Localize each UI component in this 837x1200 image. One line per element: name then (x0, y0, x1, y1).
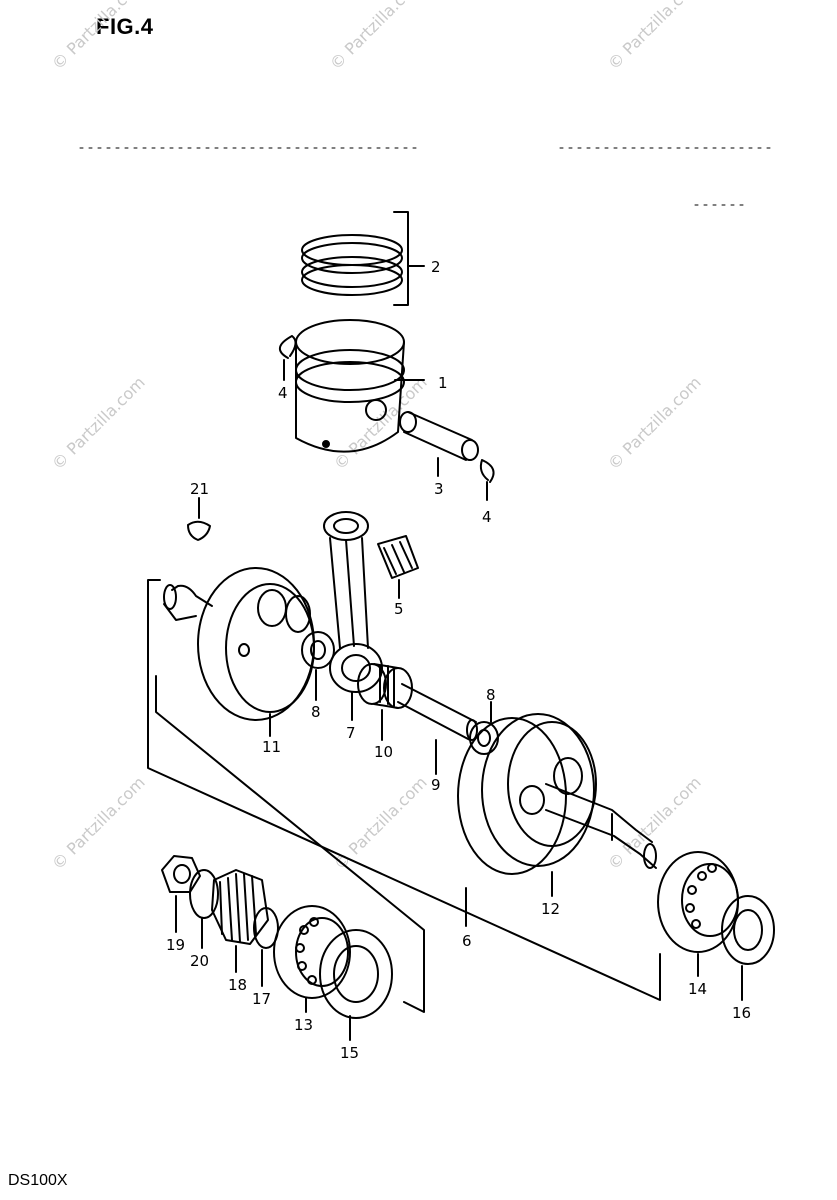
callout-13: 13 (294, 1016, 313, 1034)
callout-7: 7 (346, 724, 356, 742)
callout-15: 15 (340, 1044, 359, 1062)
oil-seal-left (319, 929, 393, 1019)
bracket-2 (393, 211, 409, 306)
callout-10: 10 (374, 743, 393, 761)
figure-title: FIG.4 (96, 14, 154, 39)
callout-20: 20 (190, 952, 209, 970)
callout-17: 17 (252, 990, 271, 1008)
callout-19: 19 (166, 936, 185, 954)
callout-8: 8 (311, 703, 321, 721)
callout-21: 21 (190, 480, 209, 498)
bracket-6 (147, 579, 661, 1001)
model-code: DS100X (8, 1172, 68, 1189)
thrust-washer (301, 631, 335, 669)
callout-2: 2 (431, 258, 441, 276)
callout-18: 18 (228, 976, 247, 994)
piston-pin (399, 411, 479, 461)
spacer (253, 907, 279, 949)
callout-5: 5 (394, 600, 404, 618)
needle-bearing-small (377, 535, 419, 579)
bearing-right (657, 851, 739, 953)
crank-web-left (163, 567, 315, 721)
piston-pin-clip (479, 459, 495, 483)
lock-washer (189, 869, 219, 919)
piston-rings (301, 234, 403, 296)
piston-pin-clip (279, 335, 297, 359)
callout-16: 16 (732, 1004, 751, 1022)
connecting-rod (323, 511, 383, 693)
callout-4: 4 (278, 384, 288, 402)
callout-12: 12 (541, 900, 560, 918)
key (187, 520, 211, 541)
callout-1: 1 (438, 374, 448, 392)
callout-11: 11 (262, 738, 281, 756)
callout-8: 8 (486, 686, 496, 704)
callout-9: 9 (431, 776, 441, 794)
crank-pin (397, 683, 478, 741)
bearing-left (273, 905, 351, 999)
callout-6: 6 (462, 932, 472, 950)
crank-web-right (457, 713, 657, 875)
callout-3: 3 (434, 480, 444, 498)
bracket-6b (155, 675, 425, 1013)
nut (161, 855, 201, 893)
callout-4: 4 (482, 508, 492, 526)
primary-drive-gear (211, 869, 269, 945)
callout-labels: 1 2 3 4 4 5 6 7 8 8 9 10 11 12 13 14 15 … (166, 258, 751, 1062)
oil-seal-right (721, 895, 775, 965)
needle-bearing-big (357, 663, 413, 709)
callout-14: 14 (688, 980, 707, 998)
piston (295, 319, 405, 453)
